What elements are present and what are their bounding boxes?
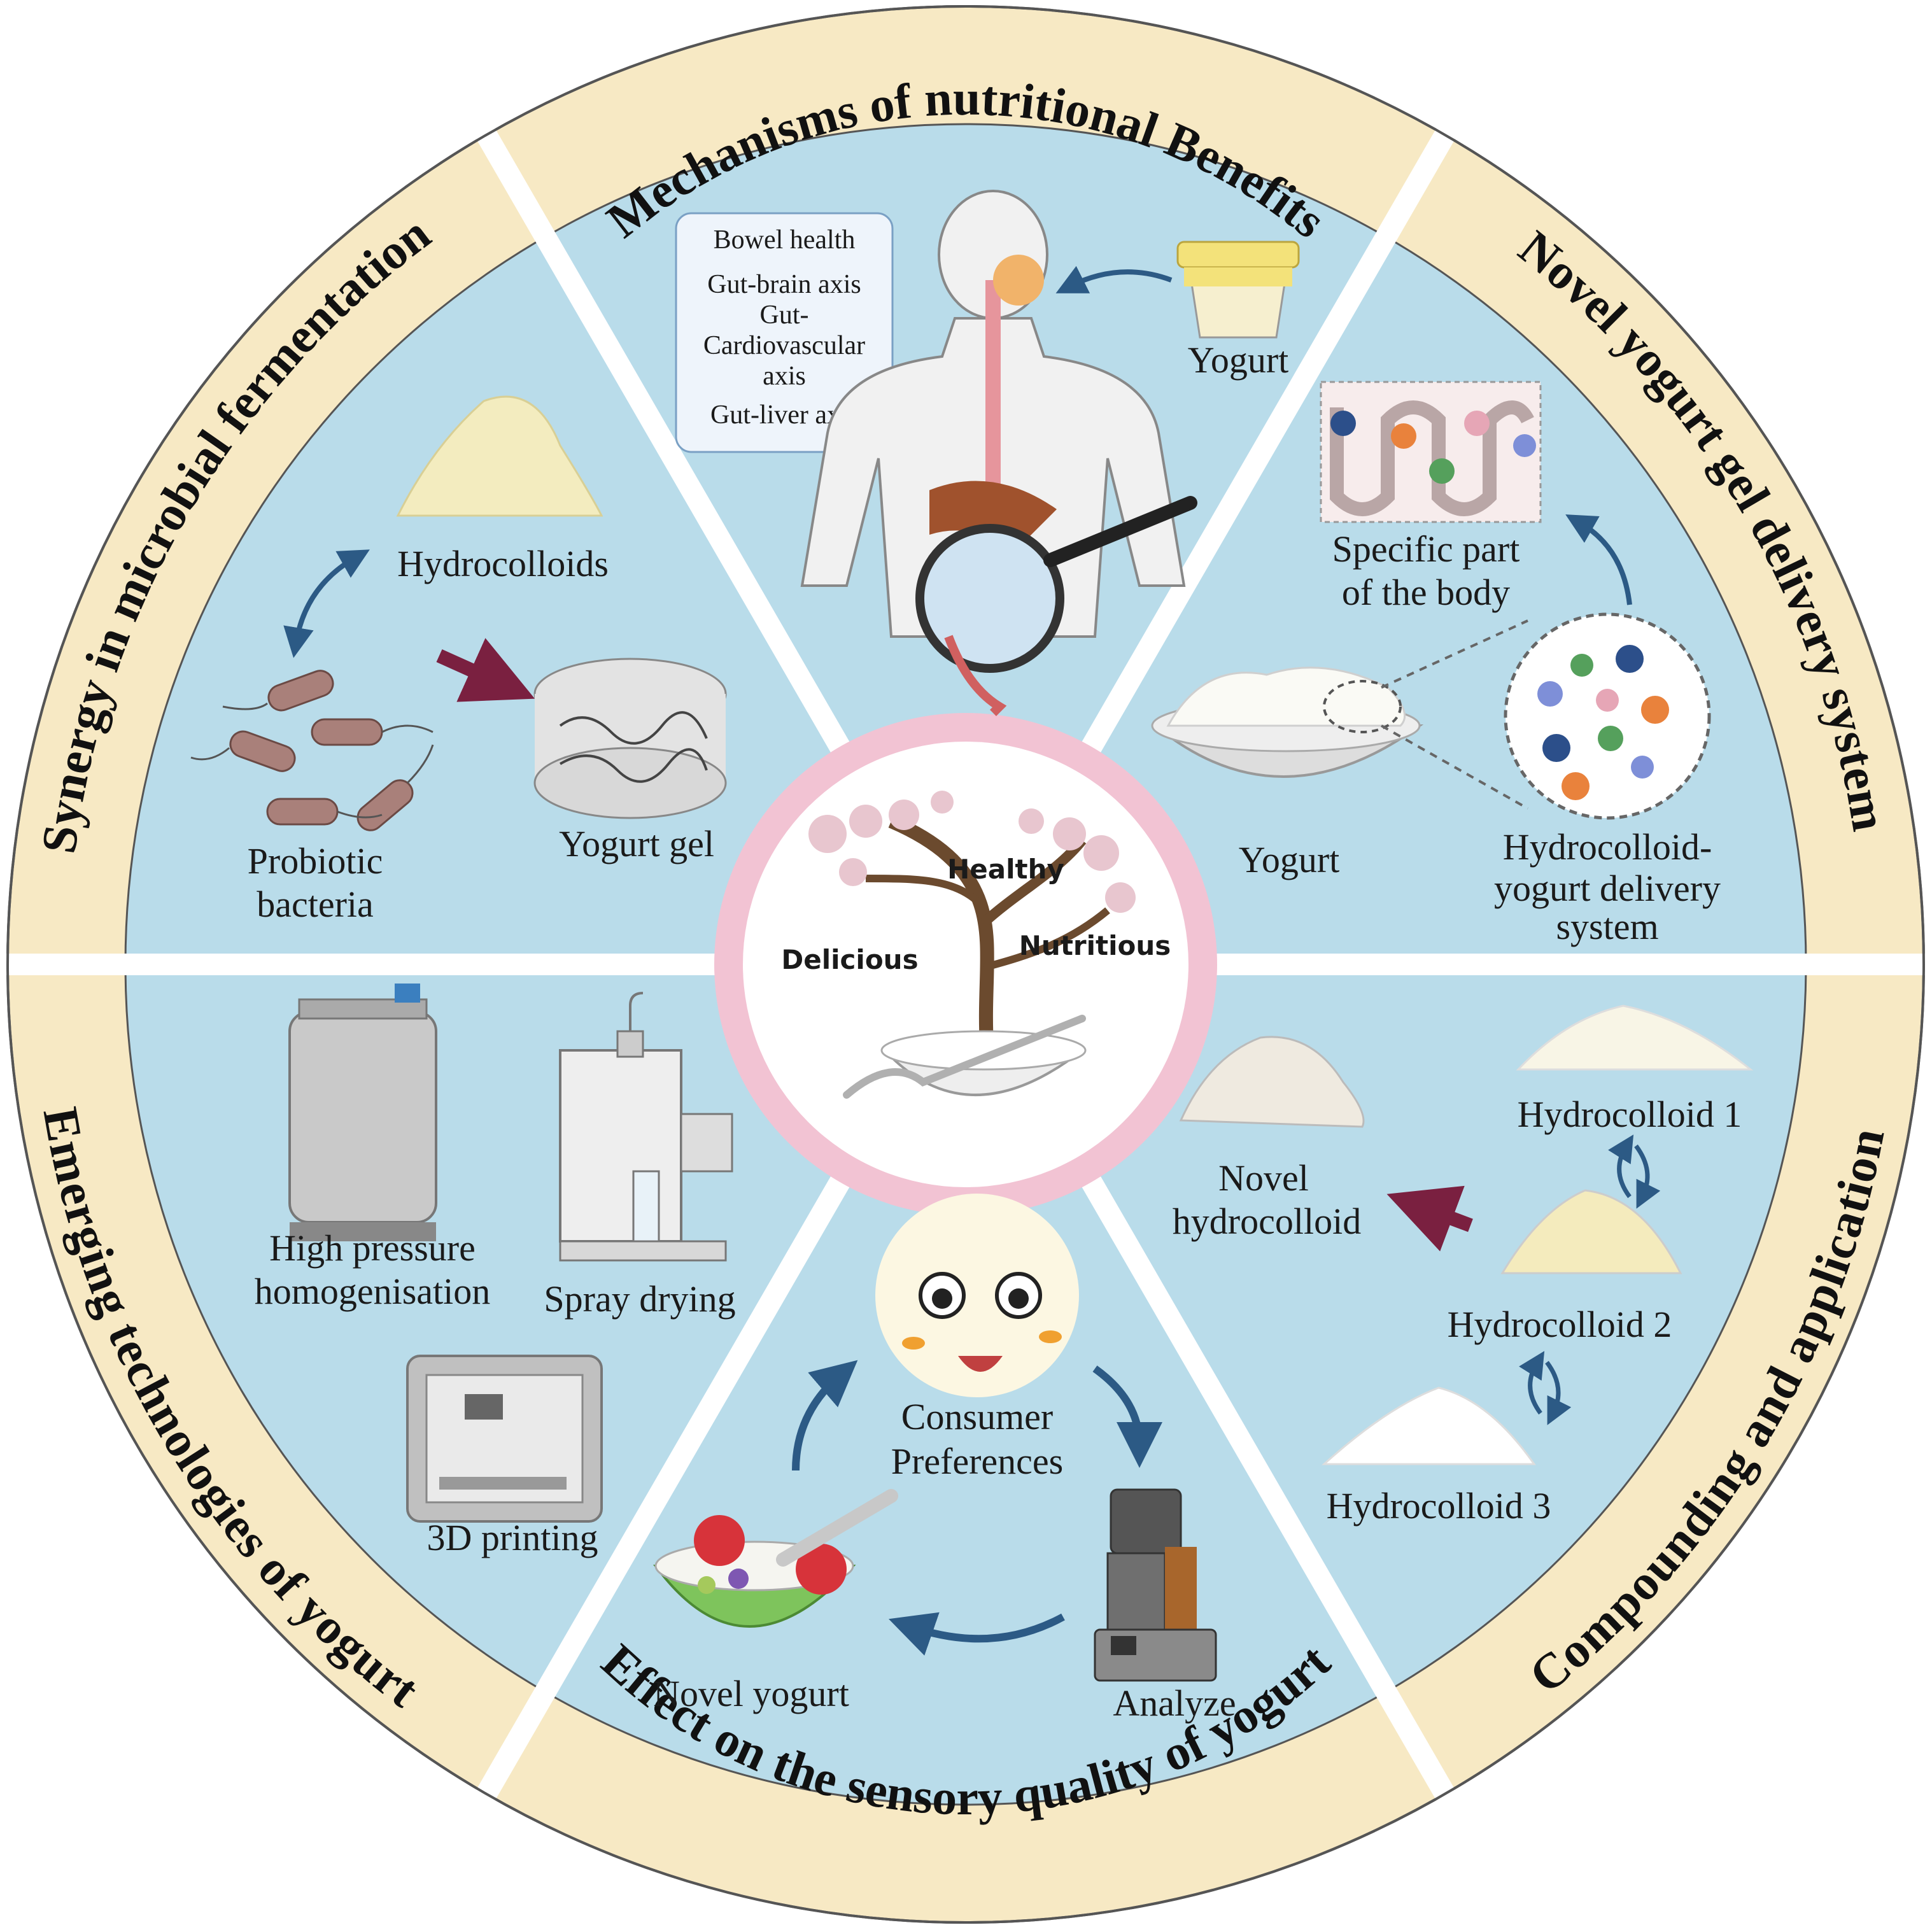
benefit-gut-cv-2: Cardiovascular [703,331,865,360]
label-novel-1: Novel [1218,1157,1309,1199]
label-yogurt-gel: Yogurt gel [559,823,714,864]
exchange-arrows-2-icon [1519,1351,1572,1425]
zoom-guide-lines [1381,619,1528,810]
magnifier-icon [915,496,1197,716]
arrow-bacteria-hydrocolloid [283,549,370,658]
label-hph-2: homogenisation [255,1271,491,1312]
intestine-villi-icon [1320,381,1542,523]
label-probiotic-1: Probiotic [248,840,383,882]
label-hydrocolloids: Hydrocolloids [397,543,609,584]
benefit-gut-brain: Gut-brain axis [707,270,861,299]
center-label-delicious: Delicious [781,944,918,975]
particle-capsule-icon [1504,612,1711,820]
label-novel-2: hydrocolloid [1173,1201,1361,1242]
yogurt-cup-icon [1176,241,1300,339]
label-yogurt-delivery: Yogurt [1239,839,1340,880]
arrow-to-body-part [1565,514,1632,605]
label-specific-part-2: of the body [1342,572,1510,613]
rheometer-icon [1094,1488,1217,1682]
label-hph-1: High pressure [269,1227,476,1269]
arrow-to-yogurt-gel [436,638,535,702]
benefit-box [675,212,894,453]
bacteria-flagella [190,702,434,819]
novel-hydrocolloid-powder-icon [1179,1036,1365,1128]
yogurt-bowl-delivery-icon [1151,666,1424,778]
arrow-analyze-to-novel-yogurt [888,1612,1065,1656]
benefit-bowel: Bowel health [714,225,856,255]
label-3d-printing: 3D printing [427,1517,598,1558]
homogenizer-tank-icon [288,984,437,1241]
center-label-nutritious: Nutritious [1019,930,1171,961]
arrow-consumer-to-analyze [1092,1365,1162,1468]
label-yogurt-top: Yogurt [1188,339,1289,381]
spray-dryer-icon [559,992,733,1262]
hydrocolloid-powder-icon [396,395,603,517]
powder-hc2-icon [1500,1189,1682,1274]
center-bowl-icon [843,1015,1087,1099]
label-system-1: Hydrocolloid- [1503,826,1712,868]
benefit-gut-cv-3: axis [763,362,806,391]
label-specific-part-1: Specific part [1332,528,1520,570]
tree-icon [808,791,1136,1045]
label-hc1: Hydrocolloid 1 [1518,1094,1742,1135]
label-hc2: Hydrocolloid 2 [1448,1304,1672,1345]
label-probiotic-2: bacteria [257,884,374,925]
arrow-to-novel-hydrocolloid [1386,1185,1473,1252]
arrow-to-mouth [1055,265,1173,293]
arrow-novel-yogurt-to-consumer [792,1360,858,1471]
smiley-face-icon [875,1194,1079,1397]
3d-printer-icon [406,1355,603,1523]
label-spray-drying: Spray drying [544,1278,735,1320]
center-label-healthy: Healthy [947,854,1064,885]
human-body-icon [800,190,1186,638]
fruit-yogurt-bowl-icon [653,1489,898,1628]
label-analyze: Analyze [1113,1682,1236,1724]
label-system-2: yogurt delivery [1494,868,1721,909]
label-novel-yogurt: Novel yogurt [653,1673,849,1714]
label-consumer-1: Consumer [901,1396,1053,1437]
label-system-3: system [1556,906,1658,947]
powder-hc3-icon [1322,1386,1536,1465]
label-consumer-2: Preferences [891,1441,1064,1482]
label-hc3: Hydrocolloid 3 [1327,1485,1551,1527]
powder-hc1-icon [1516,1005,1754,1071]
benefit-gut-cv-1: Gut- [760,300,809,330]
gel-network-icon [533,658,727,819]
exchange-arrows-icon [1608,1134,1661,1209]
